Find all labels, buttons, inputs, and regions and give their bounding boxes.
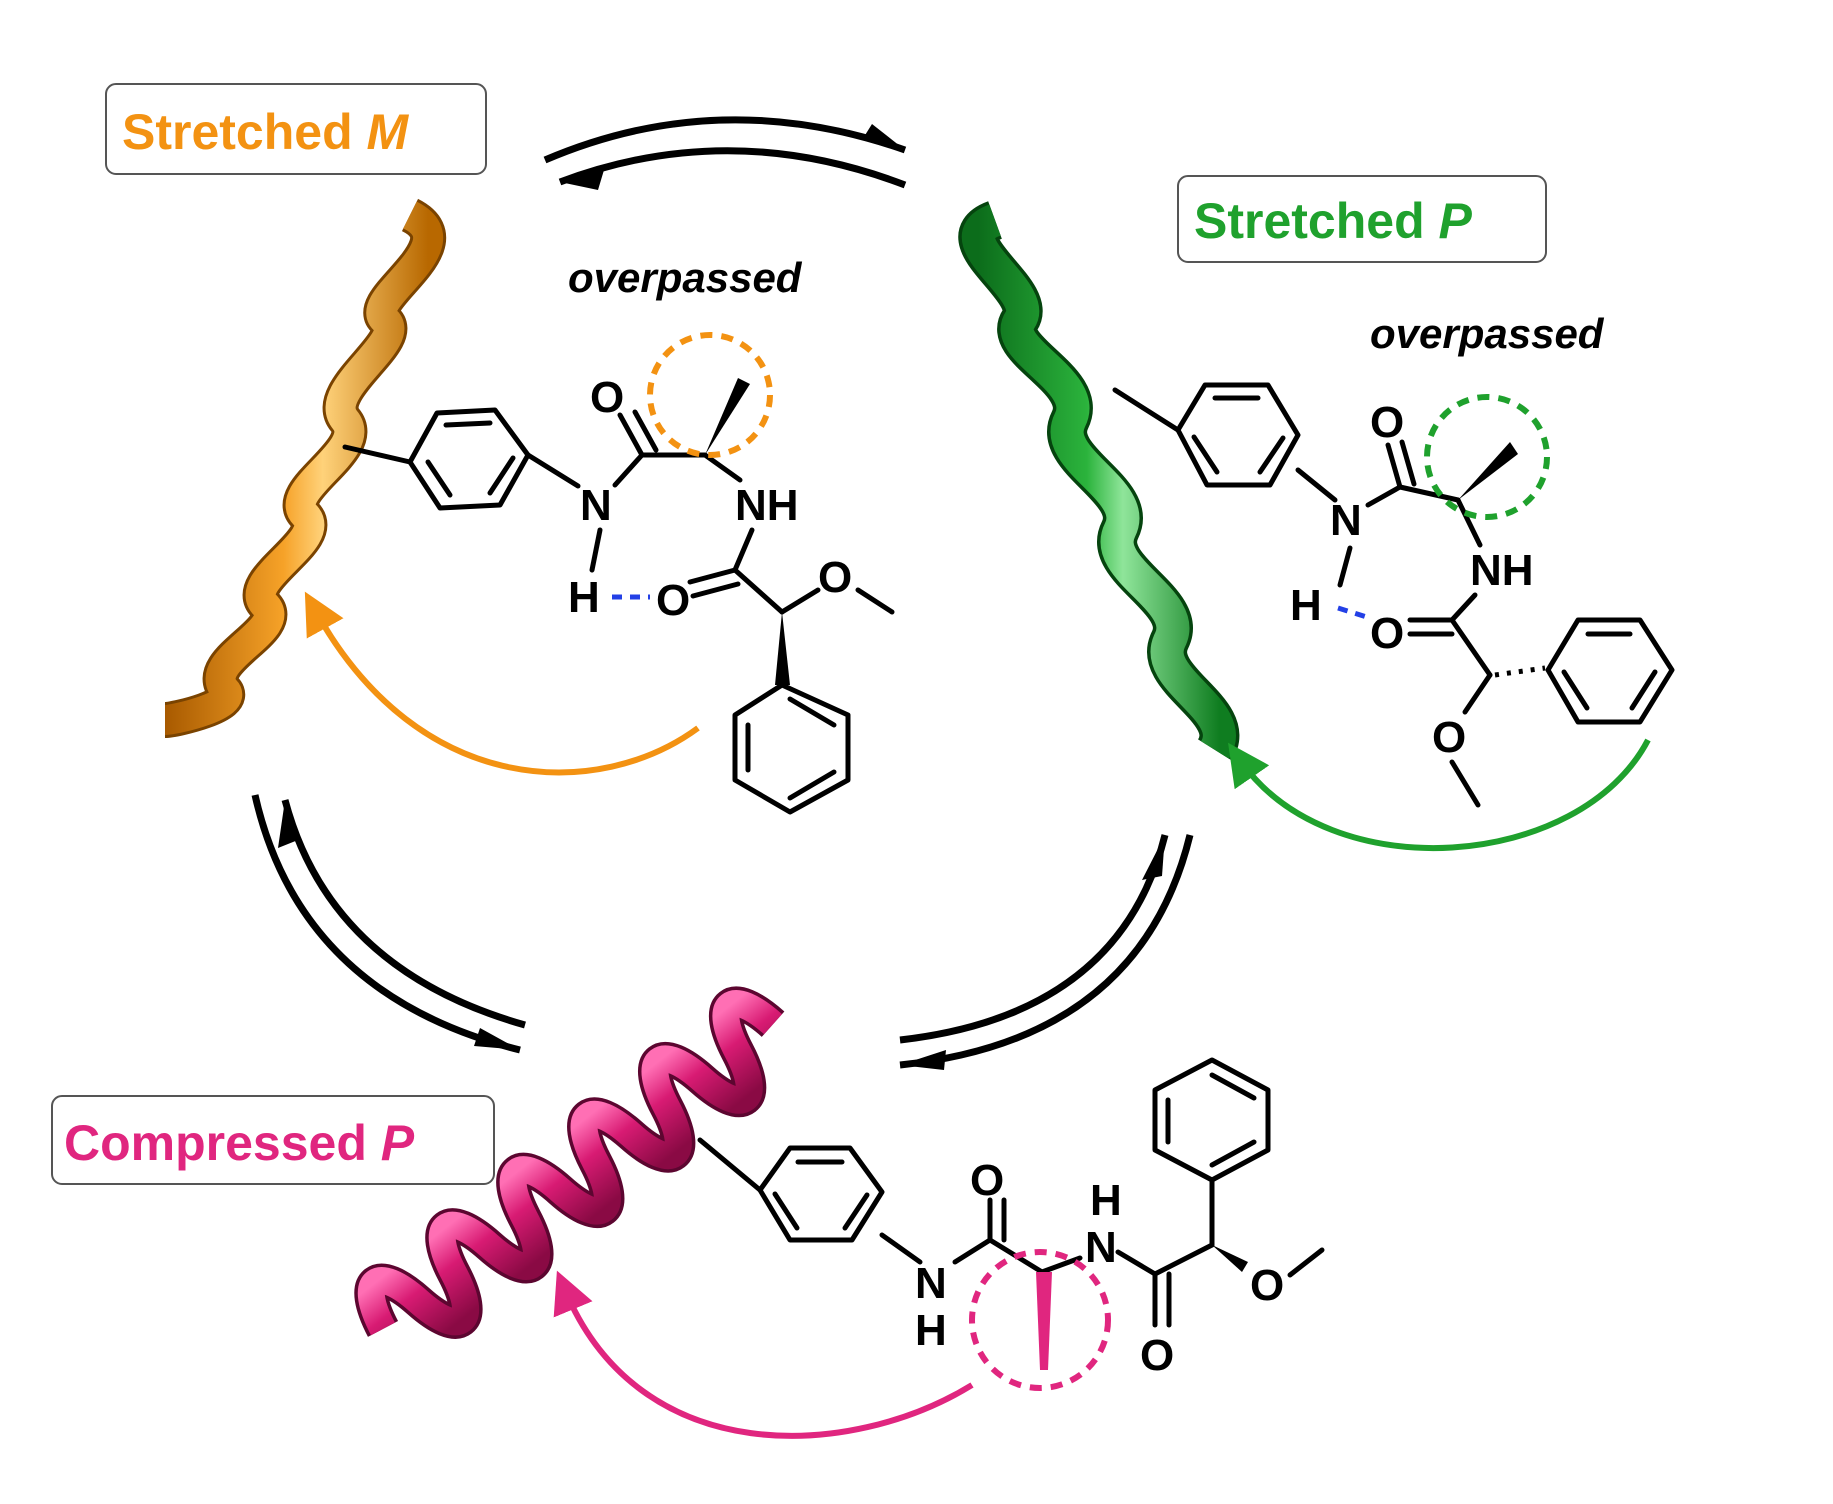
svg-text:Stretched M: Stretched M (122, 104, 410, 160)
atom-o: O (1370, 609, 1404, 658)
atom-n: N (1085, 1223, 1117, 1272)
atom-o: O (818, 553, 852, 602)
label-stretched-p-text: Stretched (1194, 193, 1439, 249)
atom-o: O (590, 373, 624, 422)
atom-n: N (915, 1259, 947, 1308)
label-stretched-p-sym: P (1439, 193, 1473, 249)
molecule-stretched-p: N H O NH O O overpassed (1112, 310, 1675, 808)
atom-h: H (1290, 581, 1322, 630)
helix-stretched-p (958, 201, 1240, 761)
atom-h: H (915, 1306, 947, 1355)
overpassed-left: overpassed (568, 254, 803, 301)
label-compressed-p-sym: P (381, 1115, 415, 1171)
overpassed-right: overpassed (1370, 310, 1605, 357)
atom-n: N (1330, 496, 1362, 545)
equilibrium-arrow-top (543, 116, 907, 190)
label-stretched-m: Stretched M (105, 83, 487, 175)
atom-h: H (568, 573, 600, 622)
atom-o: O (1370, 398, 1404, 447)
equilibrium-arrow-right (899, 834, 1194, 1070)
label-stretched-p: Stretched P (1177, 175, 1547, 263)
atom-o: O (1140, 1331, 1174, 1380)
curved-arrow-green (1228, 738, 1651, 852)
molecule-compressed-p: N H O N H O O (697, 1057, 1325, 1391)
atom-o: O (656, 576, 690, 625)
label-stretched-m-text: Stretched (122, 104, 367, 160)
curved-arrow-orange (304, 591, 700, 776)
equilibrium-arrow-left (251, 794, 526, 1054)
curved-arrow-magenta (553, 1270, 974, 1439)
svg-text:Stretched P: Stretched P (1194, 193, 1473, 249)
label-compressed-p: Compressed P (51, 1095, 495, 1185)
atom-nh: NH (735, 481, 799, 530)
helix-stretched-m (163, 198, 446, 738)
svg-text:Compressed P: Compressed P (64, 1115, 415, 1171)
atom-o: O (970, 1156, 1004, 1205)
atom-nh: NH (1470, 546, 1534, 595)
atom-o: O (1250, 1261, 1284, 1310)
atom-o: O (1432, 713, 1466, 762)
atom-n: N (580, 481, 612, 530)
molecule-stretched-m: N H O NH O O overpassed (342, 254, 895, 815)
atom-h: H (1090, 1176, 1122, 1225)
label-compressed-p-text: Compressed (64, 1115, 381, 1171)
label-stretched-m-sym: M (367, 104, 410, 160)
helix-compressed-p (354, 986, 785, 1339)
